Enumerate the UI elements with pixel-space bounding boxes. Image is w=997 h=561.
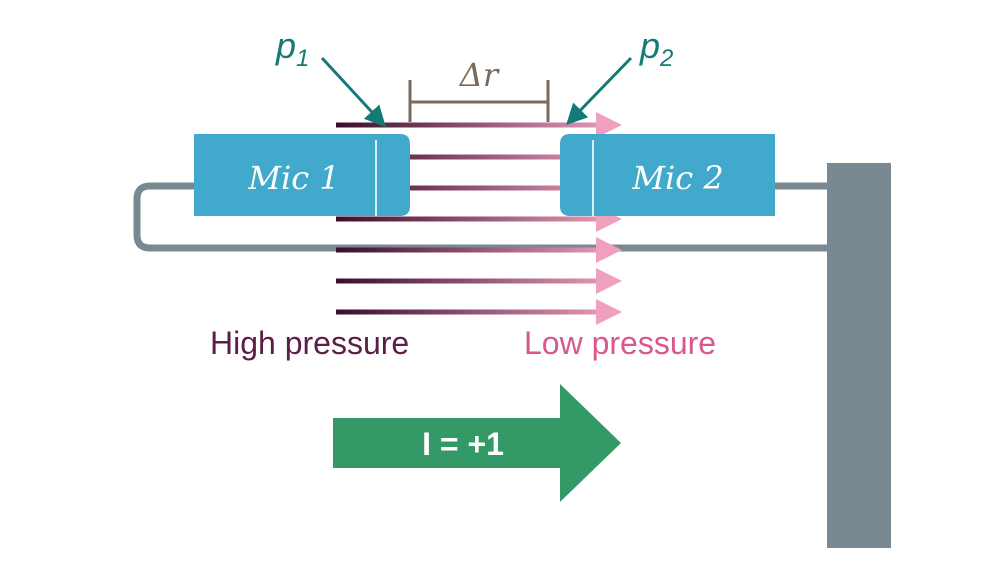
flow-arrow-shaft xyxy=(336,278,600,284)
flow-right-arrow-icon xyxy=(336,237,622,263)
p1-letter: p xyxy=(275,25,296,66)
flow-arrow-shaft xyxy=(336,247,600,253)
flow-arrow-head xyxy=(596,299,622,325)
mic1: Mic 1 xyxy=(194,134,410,216)
high-pressure-label: High pressure xyxy=(210,325,409,361)
delta-r-label: Δr xyxy=(458,56,500,94)
flow-arrow-shaft xyxy=(336,309,600,315)
intensity-label: I = +1 xyxy=(422,426,504,462)
stand-pole xyxy=(827,163,891,548)
p2-pointer-arrow-icon xyxy=(566,56,633,126)
flow-right-arrow-icon xyxy=(336,112,622,138)
p2-letter: p xyxy=(639,25,660,66)
p2-label: p2 xyxy=(639,25,673,72)
flow-arrow-shaft xyxy=(336,216,600,222)
intensity-big-right-arrow-icon xyxy=(333,384,621,502)
mic1-label: Mic 1 xyxy=(247,159,339,197)
flow-right-arrow-icon xyxy=(336,299,622,325)
delta-r-bracket xyxy=(408,80,550,122)
p1-pointer-arrow-icon xyxy=(320,56,386,128)
flow-right-arrow-icon xyxy=(336,268,622,294)
flow-arrow-shaft xyxy=(336,122,600,128)
flow-arrow-shaft xyxy=(336,154,600,160)
flow-arrow-head xyxy=(596,112,622,138)
low-pressure-label: Low pressure xyxy=(524,325,716,361)
p2-subscript: 2 xyxy=(659,45,673,72)
mic1-body xyxy=(194,134,410,216)
flow-arrow-head xyxy=(596,268,622,294)
p1-label: p1 xyxy=(275,25,309,72)
p1-subscript: 1 xyxy=(296,45,309,72)
mic-cable xyxy=(133,182,827,252)
mic2-label: Mic 2 xyxy=(631,159,723,197)
mic2: Mic 2 xyxy=(560,134,775,216)
mic2-body xyxy=(560,134,775,216)
flow-arrow-shaft xyxy=(336,185,600,191)
flow-arrow-head xyxy=(596,237,622,263)
